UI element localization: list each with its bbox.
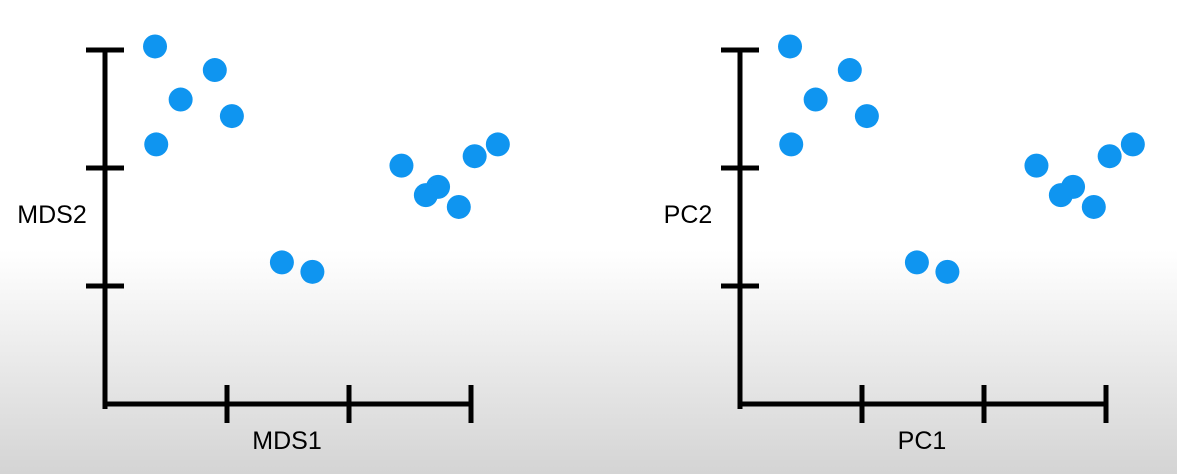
mds-data-point [462, 144, 487, 169]
pca-data-point [779, 132, 804, 157]
mds-data-point [144, 132, 169, 157]
mds-data-point [269, 250, 294, 275]
pca-data-point [778, 34, 803, 59]
pca-data-point [803, 87, 828, 112]
mds-data-point [446, 194, 471, 219]
mds-data-point [202, 58, 227, 83]
mds-x-axis-label: MDS1 [252, 427, 321, 455]
mds-data-point [143, 34, 168, 59]
pca-data-point [904, 250, 929, 275]
pca-y-axis-label: PC2 [664, 201, 713, 229]
mds-scatter-plot: MDS2 MDS1 [17, 34, 510, 455]
mds-data-point [219, 104, 244, 129]
mds-data-point [168, 87, 193, 112]
pca-data-point [1024, 153, 1049, 178]
pca-data-point [837, 58, 862, 83]
pca-data-point [1097, 144, 1122, 169]
pca-scatter-plot: PC2 PC1 [664, 34, 1145, 455]
pca-data-point [854, 104, 879, 129]
pca-data-point [1120, 132, 1145, 157]
mds-data-point [413, 183, 438, 208]
pca-data-point [1081, 194, 1106, 219]
mds-data-point [300, 259, 325, 284]
mds-data-point [389, 153, 414, 178]
pca-data-point [935, 259, 960, 284]
pca-data-point [1048, 183, 1073, 208]
mds-data-point [485, 132, 510, 157]
mds-y-axis-label: MDS2 [17, 201, 86, 229]
pca-x-axis-label: PC1 [898, 427, 947, 455]
